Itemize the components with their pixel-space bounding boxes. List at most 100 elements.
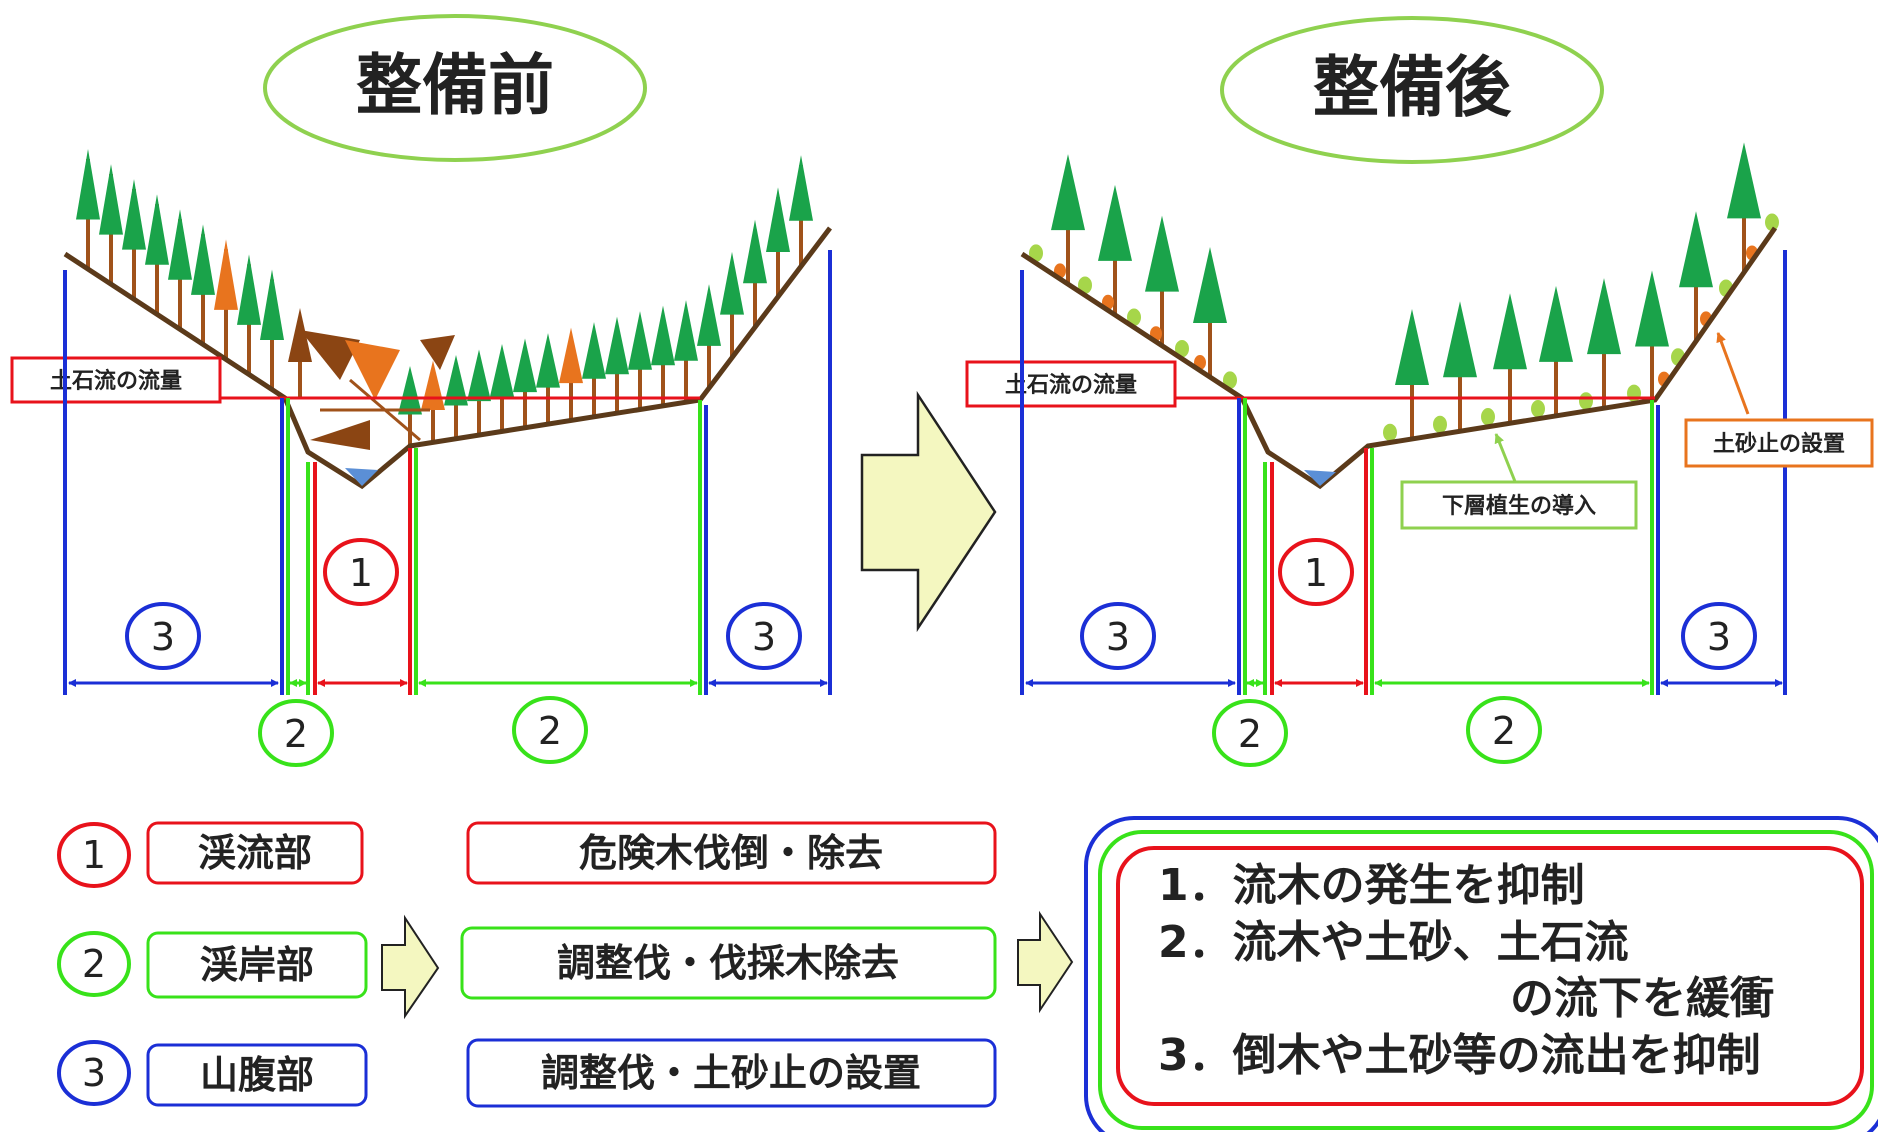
stream-water-after (1304, 470, 1336, 486)
thinned-tree (1443, 301, 1477, 432)
marker-zone2-left-after: 2 (1212, 699, 1288, 767)
svg-text:2: 2 (284, 712, 308, 756)
svg-text:1: 1 (1304, 551, 1328, 595)
legend-action-box-3 (466, 1038, 997, 1108)
legend-action-3: 調整伐・土砂止の設置 (541, 1051, 921, 1095)
before-forest (76, 149, 813, 446)
legend-action-box-2 (460, 926, 997, 1000)
dense-tree (260, 269, 284, 390)
svg-text:1: 1 (349, 551, 373, 595)
undergrowth-shrub (1579, 392, 1593, 410)
undergrowth-shrub (1433, 415, 1447, 434)
legend-action-1: 危険木伐倒・除去 (579, 831, 883, 875)
svg-text:3: 3 (752, 615, 776, 659)
dense-tree (122, 179, 146, 300)
dense-tree (421, 360, 445, 443)
marker-zone3-right-after: 3 (1681, 602, 1757, 670)
thinned-tree (1679, 211, 1713, 342)
dense-tree (444, 355, 468, 439)
marker-zone3-right-before: 3 (726, 602, 802, 670)
undergrowth-shrub (1531, 400, 1545, 418)
dense-tree (743, 219, 767, 328)
dense-tree (145, 194, 169, 315)
dense-tree (168, 209, 192, 330)
dense-tree (582, 322, 606, 417)
marker-zone2-right-after: 2 (1466, 696, 1542, 764)
legend-number-3: 3 (82, 1051, 106, 1095)
marker-zone2-right-before: 2 (512, 696, 588, 764)
legend-number-circle-1 (57, 822, 131, 888)
effect-2b: の流下を緩衝 (1510, 973, 1774, 1024)
title-after-text: 整備後 (1313, 49, 1512, 126)
thinned-tree (1539, 285, 1573, 416)
title-after: 整備後 (1220, 16, 1604, 164)
undergrowth-shrub (1127, 308, 1141, 327)
flow-label-before: 土石流の流量 (50, 368, 182, 394)
big-transition-arrow (860, 390, 997, 633)
undergrowth-shrub (1383, 423, 1397, 442)
dense-tree (99, 164, 123, 285)
thinned-tree (1635, 270, 1669, 401)
svg-text:2: 2 (1492, 709, 1516, 753)
dense-tree (76, 149, 100, 270)
marker-zone3-left-before: 3 (125, 602, 201, 670)
thinned-tree (1098, 184, 1132, 315)
after-forest (1029, 142, 1779, 442)
marker-zone3-left-after: 3 (1080, 602, 1156, 670)
effects-frame-red (1116, 846, 1864, 1106)
fallen-trees (300, 330, 455, 450)
thinned-tree (1145, 215, 1179, 346)
legend-zone-2: 渓岸部 (200, 943, 314, 987)
legend-number-1: 1 (82, 833, 106, 877)
legend-row-1: 1 渓流部 危険木伐倒・除去 (57, 821, 997, 888)
undergrowth-shrub (1029, 244, 1043, 262)
svg-text:3: 3 (1707, 615, 1731, 659)
panel-after: 土石流の流量 3 1 3 2 (965, 142, 1874, 767)
stream-water-before (345, 468, 378, 486)
dense-tree (674, 300, 698, 403)
title-after-ellipse (1220, 16, 1604, 164)
marker-zone2-left-before: 2 (258, 699, 334, 767)
dense-tree (789, 155, 813, 267)
thinned-tree (1727, 142, 1761, 273)
undergrowth-shrub (1175, 339, 1189, 358)
thinned-tree (1493, 293, 1527, 424)
effects-frame-green (1098, 830, 1874, 1130)
dense-tree (467, 349, 491, 436)
callout-undergrowth-text: 下層植生の導入 (1442, 493, 1596, 519)
undergrowth-shrub (1078, 276, 1092, 294)
legend-zone-1: 渓流部 (198, 831, 312, 875)
dense-tree (628, 311, 652, 410)
dense-tree (513, 338, 537, 428)
svg-text:2: 2 (1238, 712, 1262, 756)
thinned-tree (1587, 278, 1621, 409)
callout-undergrowth-box (1400, 480, 1638, 530)
callout-soil-barrier-pointer (1716, 332, 1750, 415)
dense-tree (720, 251, 744, 358)
legend-zone-box-2 (146, 931, 368, 999)
effect-3: 3．倒木や土砂等の流出を抑制 (1158, 1030, 1761, 1081)
legend-number-circle-2 (57, 931, 131, 997)
dense-tree (398, 366, 422, 446)
legend-number-2: 2 (82, 942, 106, 986)
panel-before: 土石流の流量 3 1 3 2 (10, 149, 832, 767)
flow-label-box-before (10, 356, 222, 404)
callout-undergrowth-pointer (1494, 433, 1518, 485)
effects-box: 1．流木の発生を抑制 2．流木や土砂、土石流 の流下を緩衝 3．倒木や土砂等の流… (1084, 816, 1878, 1132)
legend-zone-box-1 (146, 821, 364, 885)
dense-tree (559, 327, 583, 421)
flow-label-box-after (965, 360, 1177, 408)
ground-line-after (1020, 226, 1778, 490)
svg-text:3: 3 (151, 615, 175, 659)
thinned-tree (1395, 308, 1429, 439)
legend-number-circle-3 (57, 1040, 131, 1106)
undergrowth-shrub (1223, 371, 1237, 389)
effect-2a: 2．流木や土砂、土石流 (1158, 917, 1629, 968)
svg-text:2: 2 (538, 709, 562, 753)
dense-tree (651, 305, 675, 406)
thinned-tree (1193, 247, 1227, 378)
title-before-ellipse (263, 14, 647, 162)
marker-zone1-before: 1 (323, 538, 399, 606)
effects-frame-blue (1084, 816, 1878, 1132)
